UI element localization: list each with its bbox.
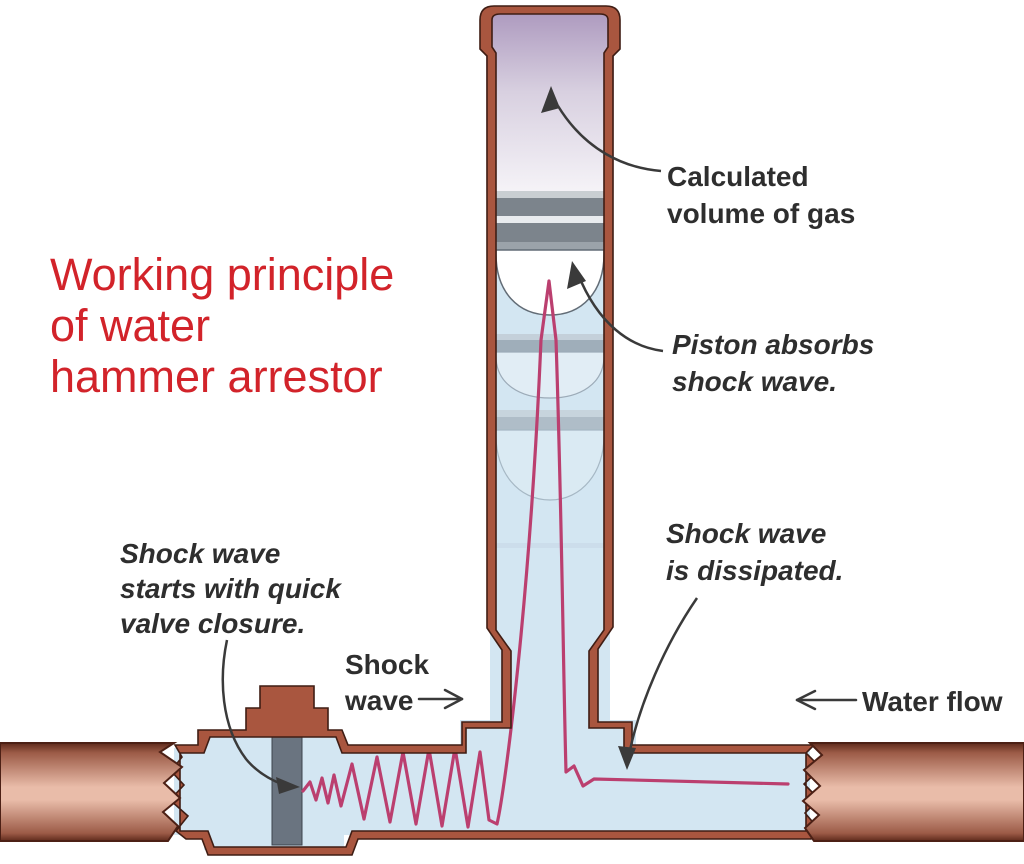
ghost-piston-2 <box>495 410 605 548</box>
up-arrow-icon <box>541 86 560 113</box>
shock-wave-line <box>301 279 790 829</box>
annotation-dissipated: Shock wave is dissipated. <box>618 518 843 770</box>
left-arrow-icon <box>795 689 858 711</box>
title-line-1: Working principle <box>50 249 394 300</box>
pipe-left <box>0 742 184 842</box>
dissipated-callout-curve <box>628 597 699 751</box>
label-shock-wave: Shock wave <box>344 649 464 716</box>
page-title: Working principle of water hammer arrest… <box>50 249 394 402</box>
annotation-piston: Piston absorbs shock wave. <box>567 261 874 397</box>
down-arrow-icon <box>618 746 636 770</box>
annotation-valve: Shock wave starts with quick valve closu… <box>120 538 342 794</box>
piston-label-line-1: Piston absorbs <box>672 329 874 360</box>
dissipated-label-line-1: Shock wave <box>666 518 826 549</box>
label-water-flow: Water flow <box>795 686 1003 717</box>
shock-label-line-2: wave <box>344 685 414 716</box>
gas-label-line-2: volume of gas <box>667 198 855 229</box>
right-arrow-head-icon <box>276 777 300 794</box>
copper-walls <box>168 5 823 856</box>
right-arrow-icon <box>417 688 464 710</box>
gas-label-line-1: Calculated <box>667 161 809 192</box>
gas-callout-curve <box>556 105 662 173</box>
shock-label-line-1: Shock <box>345 649 429 680</box>
water-flow-label: Water flow <box>862 686 1003 717</box>
pipe-right <box>801 742 1024 842</box>
title-line-3: hammer arrestor <box>50 351 383 402</box>
valve-label-line-1: Shock wave <box>120 538 280 569</box>
piston-callout-curve <box>576 273 664 353</box>
valve-callout-curve <box>221 639 285 787</box>
valve-label-line-3: valve closure. <box>120 608 305 639</box>
dissipated-label-line-2: is dissipated. <box>666 555 843 586</box>
ghost-piston-1 <box>495 334 605 399</box>
piston-label-line-2: shock wave. <box>672 366 837 397</box>
title-line-2: of water <box>50 300 210 351</box>
valve-label-line-2: starts with quick <box>120 573 342 604</box>
up-left-arrow-icon <box>567 261 586 289</box>
annotation-gas: Calculated volume of gas <box>541 86 855 229</box>
